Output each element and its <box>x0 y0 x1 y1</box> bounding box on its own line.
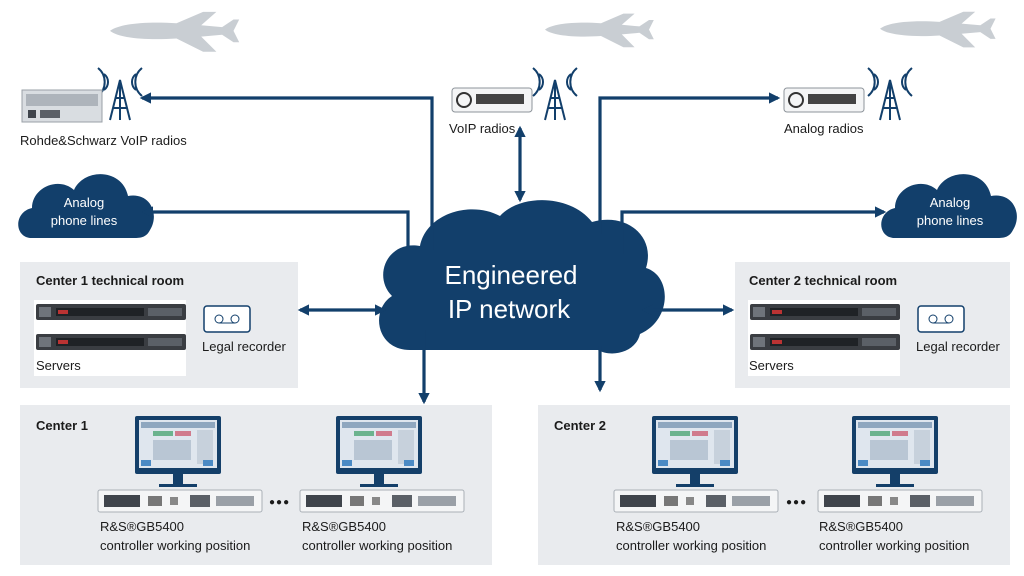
controller-device-icon <box>97 489 263 513</box>
airplane-icon <box>110 11 240 52</box>
more-positions-ellipsis: ●●● <box>269 497 290 508</box>
center2-title: Center 2 <box>554 418 606 433</box>
center1-technical-room-title: Center 1 technical room <box>36 273 184 288</box>
airplane-icon <box>545 13 654 48</box>
network-label-2: IP network <box>448 294 571 324</box>
servers-right-icon <box>748 300 900 376</box>
center1-title: Center 1 <box>36 418 88 433</box>
engineered-ip-network-cloud-icon <box>379 200 665 354</box>
network-label-1: Engineered <box>445 260 578 290</box>
servers-left-icon <box>34 300 186 376</box>
working-position-name: R&S®GB5400 <box>100 519 184 534</box>
radio-tower-icon <box>532 67 578 121</box>
working-position-role: controller working position <box>100 538 250 553</box>
controller-device-icon <box>817 489 983 513</box>
airplane-icon <box>880 11 996 48</box>
analog-phone-lines-left-label-1: Analog <box>64 195 104 210</box>
rs-voip-radio-device-icon <box>21 89 103 123</box>
voip-radio-device-icon <box>451 87 533 113</box>
radio-tower-icon <box>97 67 143 121</box>
legal-recorder-left-label: Legal recorder <box>202 339 286 354</box>
center2-technical-room-title: Center 2 technical room <box>749 273 897 288</box>
working-position-role: controller working position <box>819 538 969 553</box>
working-position-name: R&S®GB5400 <box>616 519 700 534</box>
radio-tower-icon <box>867 67 913 121</box>
connection-arrows <box>139 92 887 405</box>
rs-voip-radios-label: Rohde&Schwarz VoIP radios <box>20 133 187 148</box>
analog-radios-label: Analog radios <box>784 121 864 136</box>
voip-radios-label: VoIP radios <box>449 121 516 136</box>
controller-device-icon <box>299 489 465 513</box>
analog-phone-lines-right-label-2: phone lines <box>917 213 984 228</box>
analog-phone-lines-left-cloud-icon <box>18 174 154 238</box>
cassette-icon <box>917 305 965 333</box>
analog-radio-device-icon <box>783 87 865 113</box>
controller-device-icon <box>613 489 779 513</box>
cassette-icon <box>203 305 251 333</box>
servers-left-label: Servers <box>36 358 81 373</box>
working-position-role: controller working position <box>302 538 452 553</box>
analog-phone-lines-right-cloud-icon <box>881 174 1017 238</box>
analog-phone-lines-right-label-1: Analog <box>930 195 970 210</box>
more-positions-ellipsis: ●●● <box>786 497 807 508</box>
legal-recorder-right-label: Legal recorder <box>916 339 1000 354</box>
analog-phone-lines-left-label-2: phone lines <box>51 213 118 228</box>
working-position-role: controller working position <box>616 538 766 553</box>
working-position-name: R&S®GB5400 <box>302 519 386 534</box>
working-position-name: R&S®GB5400 <box>819 519 903 534</box>
servers-right-label: Servers <box>749 358 794 373</box>
